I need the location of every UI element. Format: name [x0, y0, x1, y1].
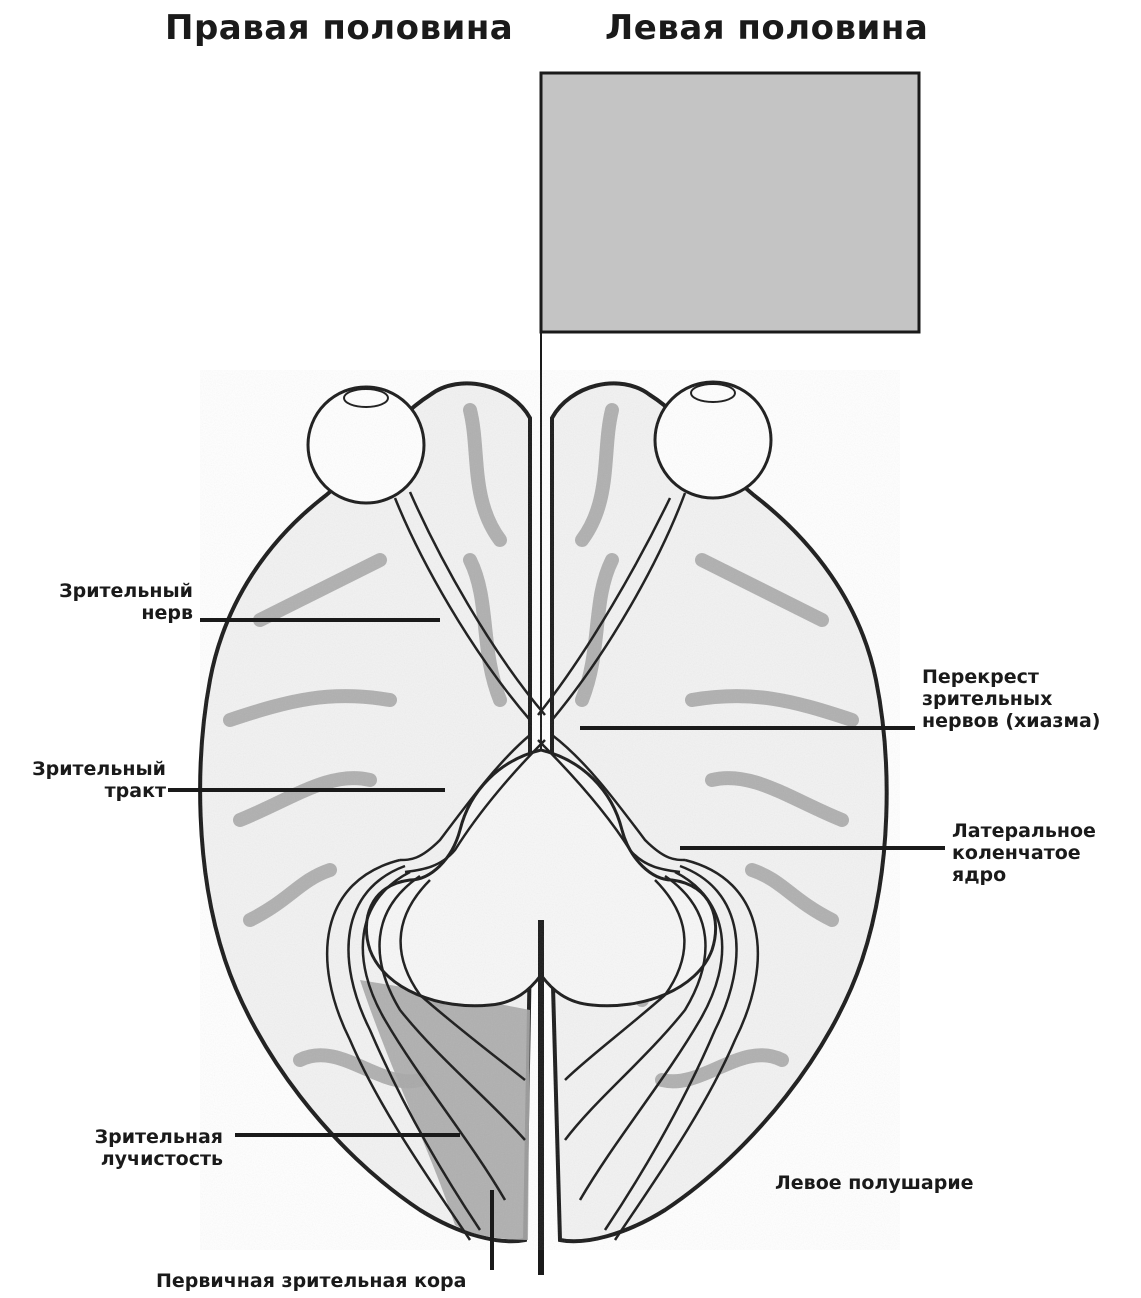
left-visual-field	[541, 73, 919, 332]
left-half-header: Левая половина	[605, 8, 928, 48]
primary-visual-cortex-label: Первичная зрительная кора	[156, 1270, 466, 1292]
right-half-header: Правая половина	[165, 8, 513, 48]
lateral-geniculate-label: Латеральное коленчатое ядро	[952, 820, 1096, 886]
optic-radiation-label: Зрительная лучистость	[40, 1126, 223, 1170]
optic-tract-label: Зрительный тракт	[2, 758, 166, 802]
optic-chiasm-label: Перекрест зрительных нервов (хиазма)	[922, 666, 1100, 732]
left-hemisphere-label: Левое полушарие	[775, 1172, 974, 1194]
optic-nerve-label: Зрительный нерв	[20, 580, 193, 624]
